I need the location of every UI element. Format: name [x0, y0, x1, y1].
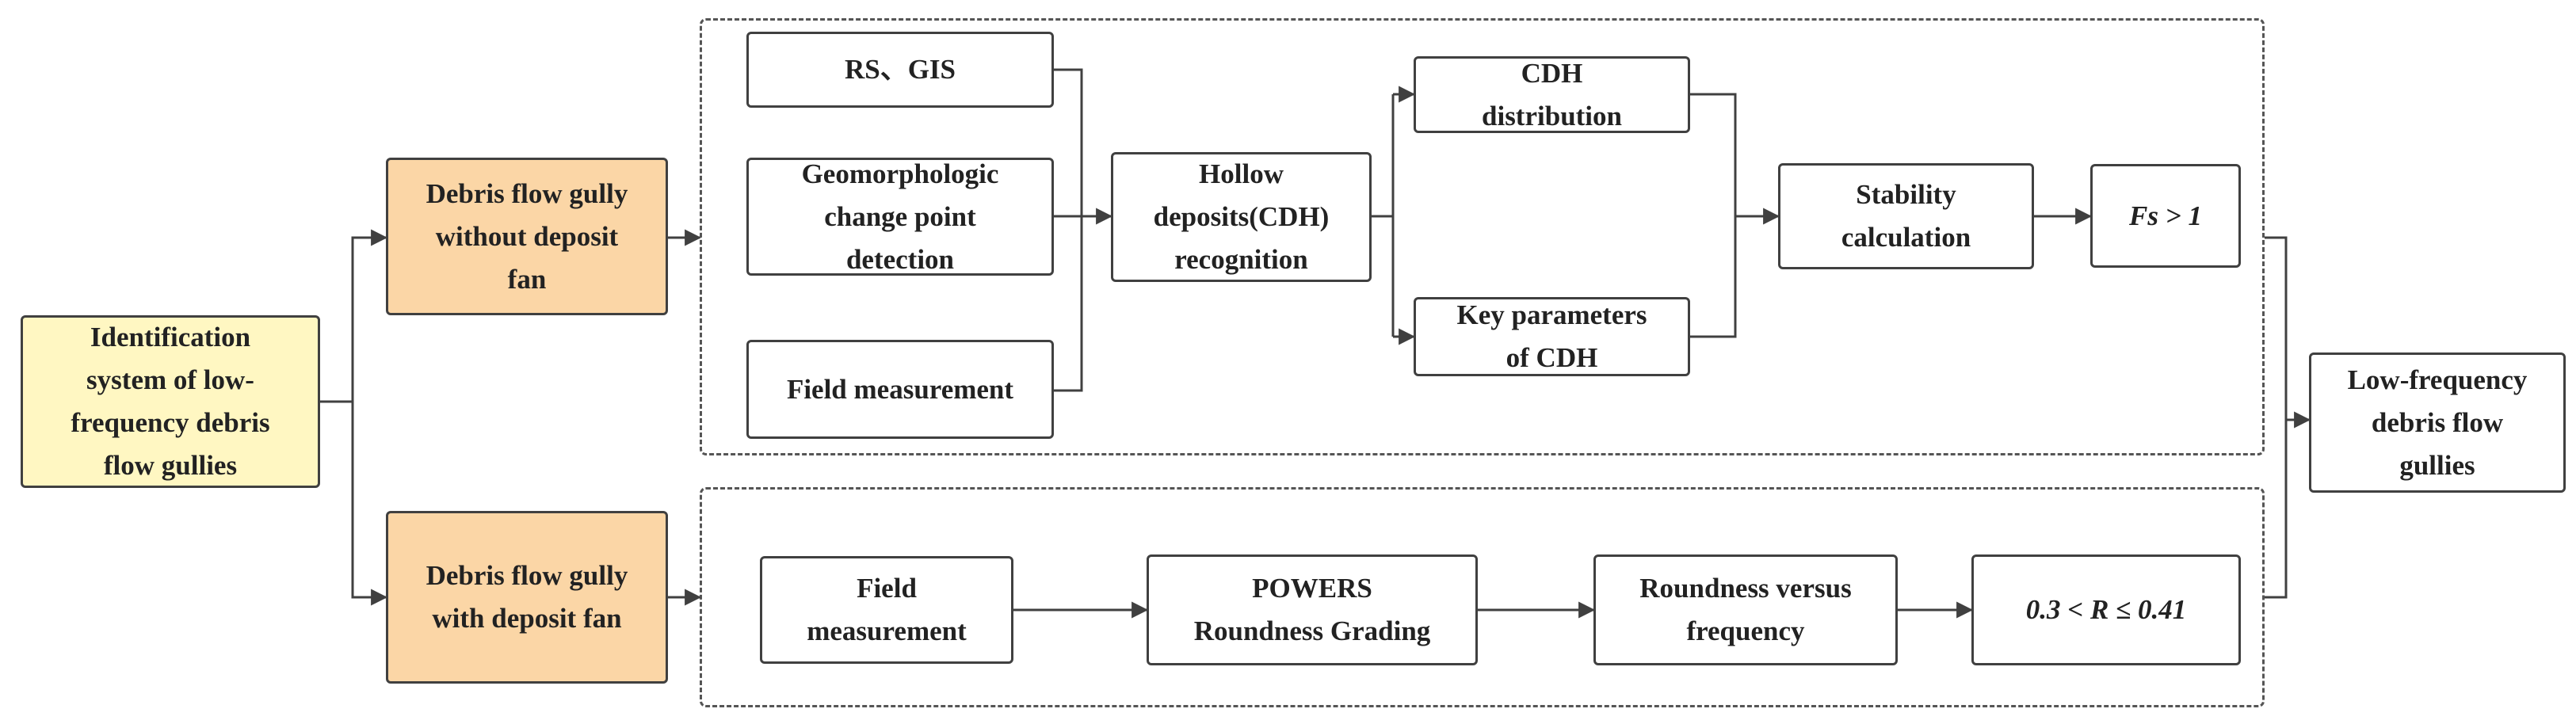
fs-condition-node: Fs > 1: [2090, 164, 2241, 268]
field-measurement-lower-node: Field measurement: [760, 556, 1013, 664]
rs-gis-node: RS、GIS: [746, 32, 1054, 108]
edge-identification-to-branches: [320, 236, 386, 599]
roundness-range-node: 0.3 < R ≤ 0.41: [1971, 554, 2241, 665]
stability-calculation-node: Stability calculation: [1778, 163, 2034, 269]
powers-grading-node: POWERS Roundness Grading: [1147, 554, 1478, 665]
edge-sources-merge: [1054, 68, 1083, 392]
edge-cdh-recognition-split: [1372, 94, 1395, 337]
low-frequency-result-node: Low-frequency debris flow gullies: [2309, 352, 2566, 493]
key-parameters-node: Key parameters of CDH: [1414, 297, 1690, 376]
gully-with-fan-node: Debris flow gully with deposit fan: [386, 511, 668, 684]
edge-groups-merge: [2265, 236, 2288, 599]
cdh-distribution-node: CDH distribution: [1414, 56, 1690, 133]
identification-system-node: Identification system of low- frequency …: [21, 315, 320, 488]
roundness-frequency-node: Roundness versus frequency: [1593, 554, 1898, 665]
geomorphologic-detection-node: Geomorphologic change point detection: [746, 158, 1054, 276]
gully-without-fan-node: Debris flow gully without deposit fan: [386, 158, 668, 315]
cdh-recognition-node: Hollow deposits(CDH) recognition: [1111, 152, 1372, 282]
field-measurement-upper-node: Field measurement: [746, 340, 1054, 439]
